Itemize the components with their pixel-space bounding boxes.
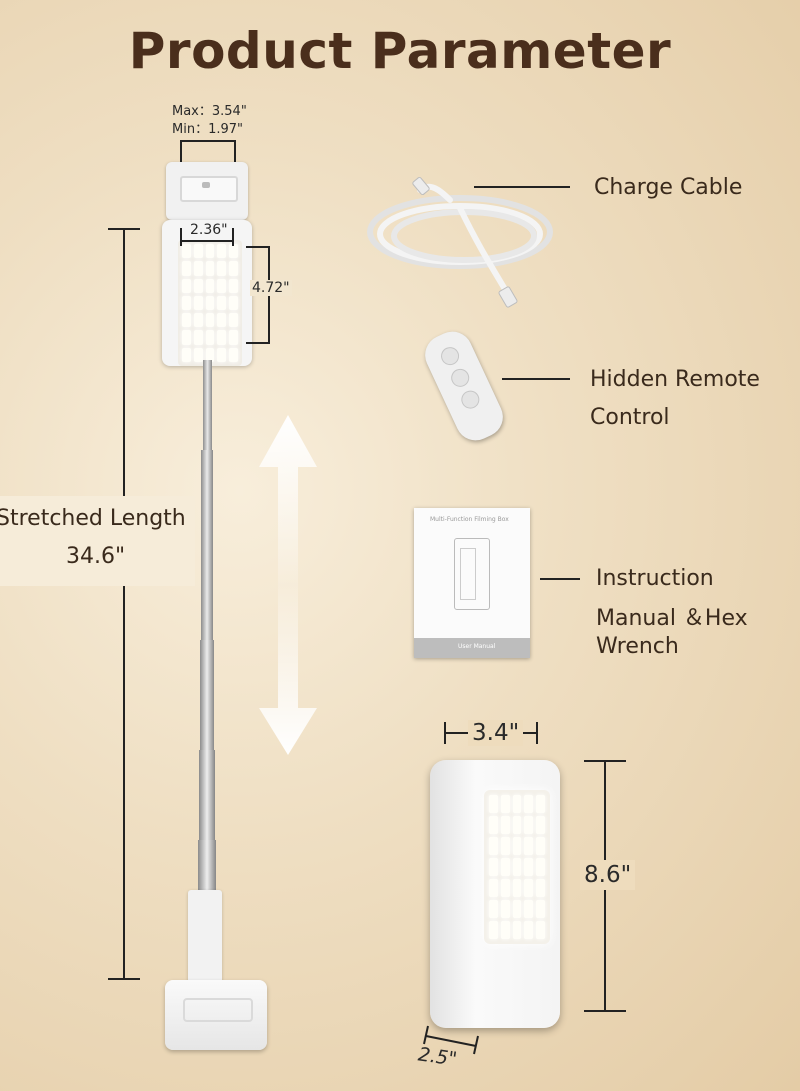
panel-height-tick-top: [246, 246, 270, 248]
instruction-manual: Multi-Function Filming Box User Manual: [414, 508, 530, 658]
box-width-label: 3.4": [468, 720, 524, 746]
page-title: Product Parameter: [128, 22, 672, 80]
manual-label-line3: Wrench: [596, 634, 679, 659]
panel-width-tick-right: [232, 228, 234, 246]
box-height-label: 8.6": [580, 860, 636, 890]
box-width-tick-left: [444, 722, 446, 744]
manual-heading: Multi-Function Filming Box: [430, 516, 509, 523]
panel-width-line: [180, 240, 234, 242]
charge-cable-label: Charge Cable: [594, 175, 743, 200]
manual-leader-line: [540, 578, 580, 580]
manual-label-line2: Manual ＆Hex: [596, 606, 748, 631]
box-depth-label: 2.5": [416, 1043, 459, 1071]
clamp-tick-left: [180, 140, 182, 178]
pole-section-2: [200, 640, 214, 750]
charge-cable-icon: [367, 176, 553, 308]
stretched-tick-bottom: [108, 978, 140, 980]
box-height-tick-top: [584, 760, 626, 762]
folded-light-box: [430, 760, 560, 1028]
phone-clamp: [166, 162, 248, 220]
stretched-length-line: [123, 228, 125, 980]
remote-leader-line: [502, 378, 570, 380]
manual-label-line1: Instruction: [596, 566, 714, 591]
panel-width-tick-left: [180, 228, 182, 246]
stretched-length-value: 34.6": [66, 544, 126, 569]
clamp-max-label: Max：3.54": [172, 104, 247, 119]
remote-label-line2: Control: [590, 405, 670, 430]
stretched-length-label: Stretched Length: [0, 506, 186, 531]
clamp-width-line: [180, 140, 236, 142]
box-depth-marker: [423, 1025, 479, 1055]
stretched-tick-top: [108, 228, 140, 230]
stand-base: [165, 980, 267, 1050]
clamp-min-label: Min：1.97": [172, 122, 243, 137]
clamp-dimension-group: Max：3.54" Min：1.97": [170, 100, 260, 160]
panel-height-label: 4.72": [250, 280, 292, 296]
manual-footer: User Manual: [458, 643, 496, 650]
pole-top: [203, 360, 212, 450]
remote-label-line1: Hidden Remote: [590, 367, 760, 392]
light-panel: [162, 220, 252, 366]
panel-height-tick-bottom: [246, 342, 270, 344]
box-width-tick-right: [536, 722, 538, 744]
panel-width-label: 2.36": [188, 222, 230, 238]
pole-section-3: [199, 750, 215, 840]
box-height-tick-bottom: [584, 1010, 626, 1012]
extend-arrow-icon: [259, 415, 317, 755]
remote-control: [418, 325, 510, 447]
pole-section-4: [198, 840, 216, 896]
clamp-tick-right: [234, 140, 236, 178]
cable-leader-line: [474, 186, 570, 188]
pole-section-1: [201, 450, 213, 640]
stretched-label-bg: [0, 496, 195, 586]
